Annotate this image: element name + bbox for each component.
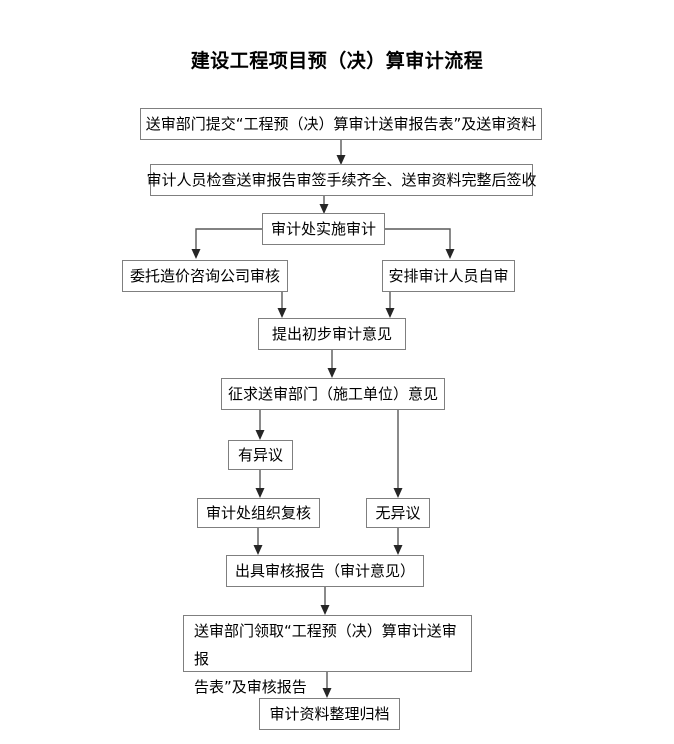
node-collect-report[interactable]: 送审部门领取“工程预（决）算审计送审报 告表”及审核报告 xyxy=(183,615,472,696)
node-solicit-opinion[interactable]: 征求送审部门（施工单位）意见 xyxy=(221,378,445,410)
node-collect-report-line-1: 送审部门领取“工程预（决）算审计送审报 xyxy=(194,622,457,668)
node-issue-report[interactable]: 出具审核报告（审计意见） xyxy=(226,555,424,587)
node-has-objection[interactable]: 有异议 xyxy=(228,440,293,470)
node-archive[interactable]: 审计资料整理归档 xyxy=(259,698,400,730)
node-audit-office-execute[interactable]: 审计处实施审计 xyxy=(262,213,385,245)
node-preliminary-opinion[interactable]: 提出初步审计意见 xyxy=(258,318,406,350)
node-check-signature[interactable]: 审计人员检查送审报告审签手续齐全、送审资料完整后签收 xyxy=(147,164,537,196)
node-no-objection[interactable]: 无异议 xyxy=(366,498,430,528)
node-collect-report-line-2: 告表”及审核报告 xyxy=(194,678,307,696)
node-reexamine[interactable]: 审计处组织复核 xyxy=(197,498,320,528)
node-submit-report[interactable]: 送审部门提交“工程预（决）算审计送审报告表”及送审资料 xyxy=(140,108,542,140)
page-title: 建设工程项目预（决）算审计流程 xyxy=(190,50,484,72)
node-arrange-self-audit[interactable]: 安排审计人员自审 xyxy=(382,260,515,292)
node-entrust-cost-company[interactable]: 委托造价咨询公司审核 xyxy=(122,260,288,292)
